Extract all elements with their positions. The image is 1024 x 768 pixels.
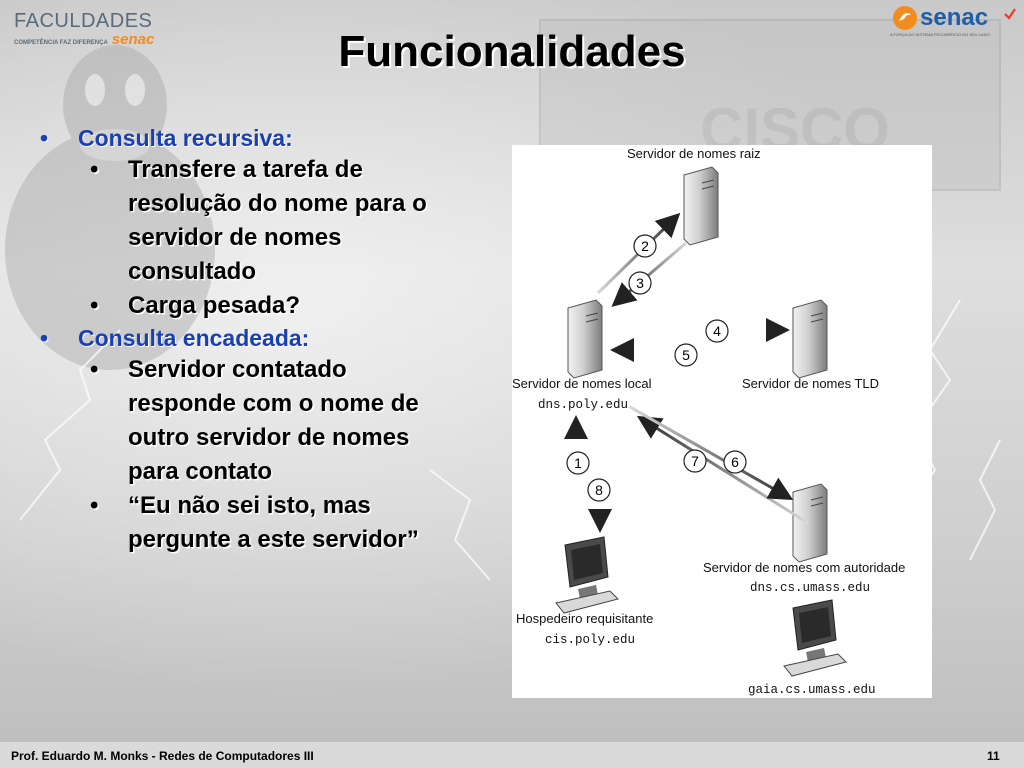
step-4: 4 — [705, 319, 729, 343]
step-5: 5 — [674, 343, 698, 367]
requesting-host-name: cis.poly.edu — [545, 633, 636, 647]
sub-bullet-text: Transfere a tarefa de resolução do nome … — [128, 156, 427, 285]
arrow-3 — [611, 241, 687, 307]
bullet-consulta-recursiva: • Consulta recursiva: — [40, 123, 440, 153]
bullet-marker: • — [90, 292, 99, 319]
step-8-label: 8 — [595, 482, 603, 498]
step-5-label: 5 — [682, 347, 690, 363]
bullet-marker: • — [40, 325, 49, 351]
bullet-marker: • — [90, 156, 99, 183]
step-6: 6 — [723, 450, 747, 474]
bullet-marker: • — [90, 492, 99, 519]
query-arrows — [564, 212, 809, 533]
step-3: 3 — [628, 271, 652, 295]
bullet-marker: • — [90, 356, 99, 383]
step-2-label: 2 — [641, 238, 649, 254]
step-4-label: 4 — [713, 323, 721, 339]
sub-bullet: • Carga pesada? — [88, 289, 440, 323]
step-1-label: 1 — [574, 455, 582, 471]
root-server-label: Servidor de nomes raiz — [627, 146, 761, 161]
step-7-label: 7 — [691, 453, 699, 469]
diagram-drawing: 2 3 4 5 7 6 1 8 — [555, 166, 847, 677]
authoritative-server-label: Servidor de nomes com autoridade — [703, 560, 906, 575]
senac-wordmark: senac — [920, 4, 989, 31]
sub-bullet-text: Carga pesada? — [128, 292, 301, 319]
dns-query-diagram: 2 3 4 5 7 6 1 8 Servidor de nomes raiz S… — [512, 145, 932, 698]
sub-bullet: • “Eu não sei isto, mas pergunte a este … — [88, 489, 440, 557]
authoritative-server-host: dns.cs.umass.edu — [750, 581, 871, 595]
arrow-6 — [629, 405, 794, 500]
authoritative-server-icon — [792, 483, 828, 563]
arrow-2 — [596, 212, 681, 295]
senac-tagline: A FORÇA DO SISTEMA FECOMÉRCIO NO SEU LAD… — [890, 32, 990, 37]
faculdades-senac-logo: FACULDADES COMPETÊNCIA FAZ DIFERENÇA sen… — [14, 10, 154, 48]
tld-server-label: Servidor de nomes TLD — [742, 376, 880, 391]
tld-server-icon — [792, 299, 828, 379]
sub-bullet-text: “Eu não sei isto, mas pergunte a este se… — [128, 492, 419, 553]
local-server-host: dns.poly.edu — [538, 398, 629, 412]
step-8: 8 — [587, 478, 611, 502]
destination-host-name: gaia.cs.umass.edu — [748, 683, 876, 697]
bullet-marker: • — [40, 125, 49, 151]
arrow-7 — [636, 415, 809, 525]
local-server-icon — [567, 299, 603, 379]
step-6-label: 6 — [731, 454, 739, 470]
step-2: 2 — [633, 234, 657, 258]
sub-bullet: • Transfere a tarefa de resolução do nom… — [88, 153, 440, 289]
sub-bullet-text: Servidor contatado responde com o nome d… — [128, 356, 419, 485]
step-3-label: 3 — [636, 275, 644, 291]
step-markers: 2 3 4 5 7 6 1 8 — [566, 234, 747, 502]
footer-author: Prof. Eduardo M. Monks - Redes de Comput… — [11, 749, 314, 763]
root-server-icon — [683, 166, 719, 246]
bullet-text: Consulta encadeada: — [78, 325, 310, 351]
bullet-list: • Consulta recursiva: • Transfere a tare… — [40, 123, 440, 557]
step-7: 7 — [683, 449, 707, 473]
requesting-host-computer-icon — [555, 536, 619, 614]
destination-host-computer-icon — [783, 599, 847, 677]
senac-logo: senac A FORÇA DO SISTEMA FECOMÉRCIO NO S… — [890, 2, 1018, 42]
slide-title: Funcionalidades — [338, 27, 686, 76]
local-server-label: Servidor de nomes local — [512, 376, 652, 391]
page-number: 11 — [987, 749, 1000, 763]
bullet-text: Consulta recursiva: — [78, 125, 293, 151]
senac-flame-icon — [893, 6, 917, 30]
logo-senac-text: senac — [111, 31, 155, 48]
requesting-host-label: Hospedeiro requisitante — [516, 611, 654, 626]
step-1: 1 — [566, 451, 590, 475]
logo-slogan: COMPETÊNCIA FAZ DIFERENÇA — [14, 40, 108, 46]
logo-text: FACULDADES — [14, 10, 153, 32]
bullet-consulta-encadeada: • Consulta encadeada: — [40, 323, 440, 353]
sub-bullet: • Servidor contatado responde com o nome… — [88, 353, 440, 489]
checkmark-icon — [1004, 8, 1016, 20]
